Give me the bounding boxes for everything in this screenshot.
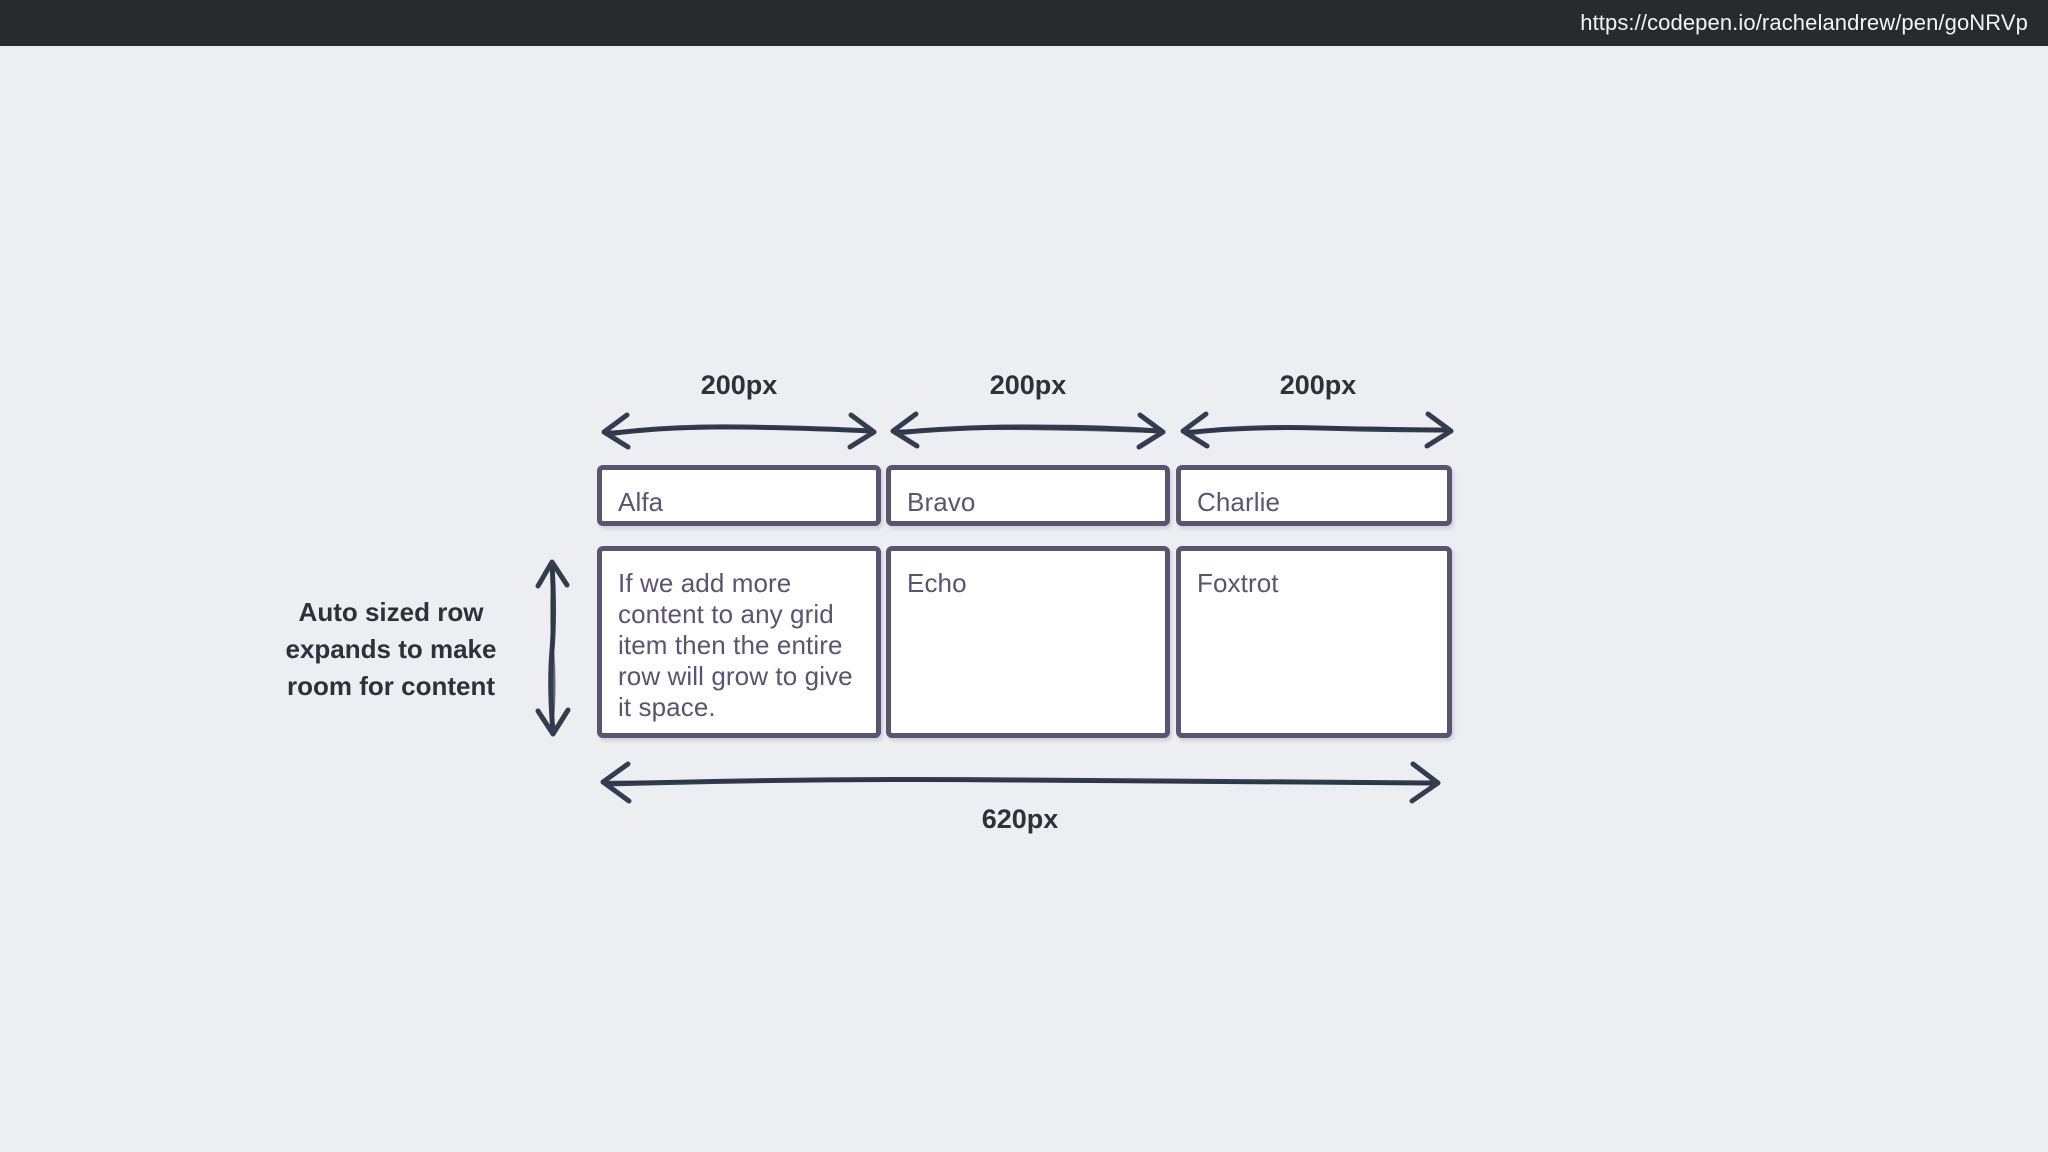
- column-measure-2-label: 200px: [989, 370, 1067, 400]
- grid-item-foxtrot[interactable]: Foxtrot: [1176, 546, 1452, 738]
- diagram-canvas: 200px 200px: [0, 46, 2048, 1152]
- grid-item-foxtrot-label: Foxtrot: [1197, 568, 1279, 598]
- auto-sized-row-label-line-3: room for content: [287, 671, 495, 701]
- double-headed-vertical-arrow-icon: [535, 554, 571, 742]
- auto-sized-row-label: Auto sized row expands to make room for …: [265, 594, 517, 705]
- grid-item-bravo[interactable]: Bravo: [886, 465, 1170, 526]
- grid-item-alfa[interactable]: Alfa: [597, 465, 881, 526]
- grid-item-alfa-label: Alfa: [618, 487, 664, 517]
- double-headed-horizontal-arrow-icon: [886, 406, 1170, 450]
- grid-item-charlie[interactable]: Charlie: [1176, 465, 1452, 526]
- column-measure-3: 200px: [1176, 370, 1460, 449]
- column-measure-1-label: 200px: [700, 370, 778, 400]
- grid-item-bravo-label: Bravo: [907, 487, 976, 517]
- column-measure-3-label: 200px: [1279, 370, 1357, 400]
- column-measure-1: 200px: [597, 370, 881, 450]
- grid-item-echo[interactable]: Echo: [886, 546, 1170, 738]
- double-headed-horizontal-arrow-icon: [1176, 406, 1460, 449]
- browser-url-bar: https://codepen.io/rachelandrew/pen/goNR…: [0, 0, 2048, 46]
- grid-item-long-content[interactable]: If we add more content to any grid item …: [597, 546, 881, 738]
- double-headed-horizontal-arrow-icon: [597, 406, 881, 450]
- grid-item-long-content-label: If we add more content to any grid item …: [618, 568, 853, 722]
- total-width-arrow: [595, 758, 1445, 804]
- grid-item-echo-label: Echo: [907, 568, 967, 598]
- column-measure-2: 200px: [886, 370, 1170, 450]
- grid-item-charlie-label: Charlie: [1197, 487, 1281, 517]
- auto-sized-row-label-line-2: expands to make: [285, 634, 497, 664]
- url-text[interactable]: https://codepen.io/rachelandrew/pen/goNR…: [1580, 10, 2028, 35]
- grid-diagram: 200px 200px: [0, 46, 2048, 1152]
- auto-sized-row-label-line-1: Auto sized row: [298, 597, 484, 627]
- total-width-label: 620px: [981, 804, 1059, 834]
